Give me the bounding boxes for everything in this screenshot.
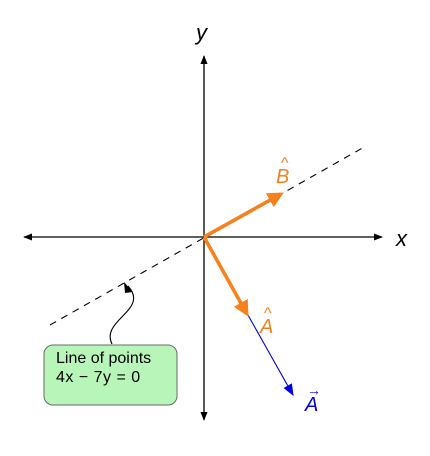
a-hat-symbol: A	[259, 316, 273, 338]
a-vec-symbol: A	[304, 394, 318, 416]
callout-pointer	[109, 285, 135, 345]
a-hat-accent: ^	[264, 305, 272, 322]
callout-text: Line of points 4x − 7y = 0	[48, 349, 184, 387]
y-axis-label: y	[194, 20, 209, 45]
vector-a-hat	[202, 236, 249, 317]
callout-box	[43, 344, 178, 406]
b-hat-symbol: B	[276, 166, 289, 188]
line-of-points	[49, 145, 367, 326]
label-a-vec: → A	[304, 382, 321, 416]
label-b-hat: ^ B	[276, 155, 289, 188]
callout-pointer-arrowhead	[124, 282, 133, 293]
a-vec-accent: →	[307, 382, 321, 398]
callout-equation: 4x − 7y = 0	[56, 369, 141, 386]
callout-title: Line of points	[56, 350, 152, 367]
vector-b-hat	[203, 192, 284, 239]
b-hat-accent: ^	[281, 155, 289, 172]
x-axis-label: x	[395, 226, 408, 251]
label-a-hat: ^ A	[259, 305, 273, 338]
